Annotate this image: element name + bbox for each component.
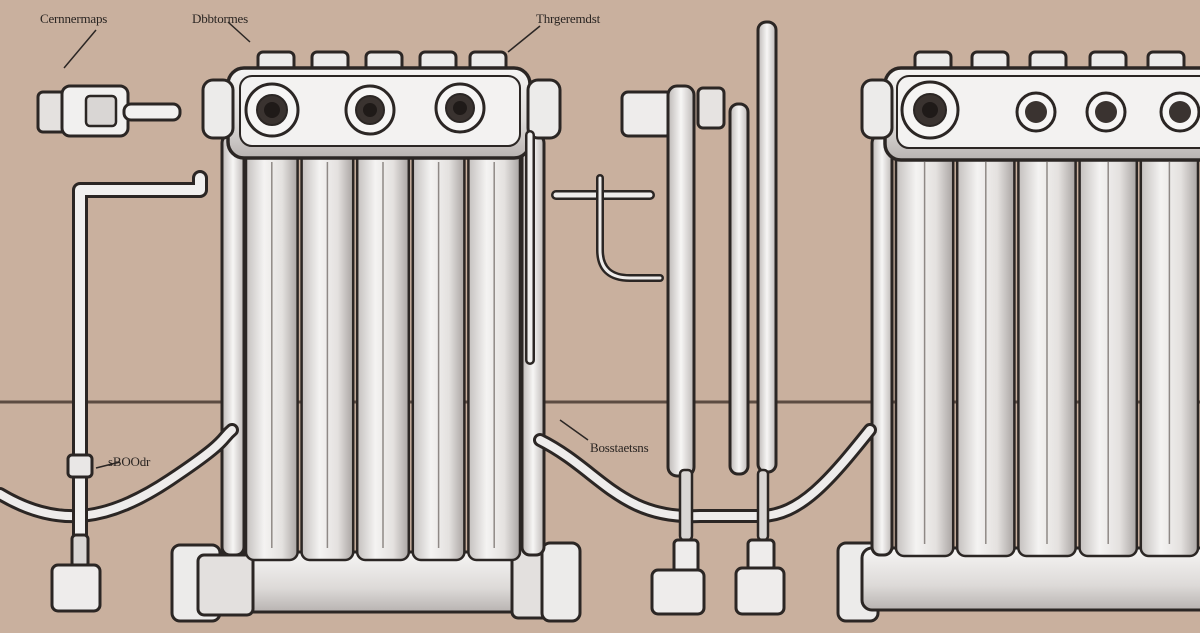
label-top-center-left: Dbbtormes [192,11,248,26]
radiator-left-fins [244,148,522,562]
header-port [344,84,396,136]
label-middle-right: Bosstaetsns [590,440,649,455]
thermostatic-valve-icon [620,20,786,616]
radiator-left [170,50,582,623]
leader-lines [63,21,589,469]
radiator-right-fins [894,148,1200,558]
key-valve-icon [36,84,182,138]
label-top-center-right: Thrgeremdst [536,11,600,26]
bleed-valve-icon [50,453,102,613]
header-port [244,82,300,138]
hook-tool-icon [551,174,664,282]
label-middle-left: sBOOdr [108,454,151,469]
pipes [0,130,877,553]
radiator-right [836,50,1200,623]
header-port [434,82,486,134]
label-top-left: Cernnermaps [40,11,108,26]
